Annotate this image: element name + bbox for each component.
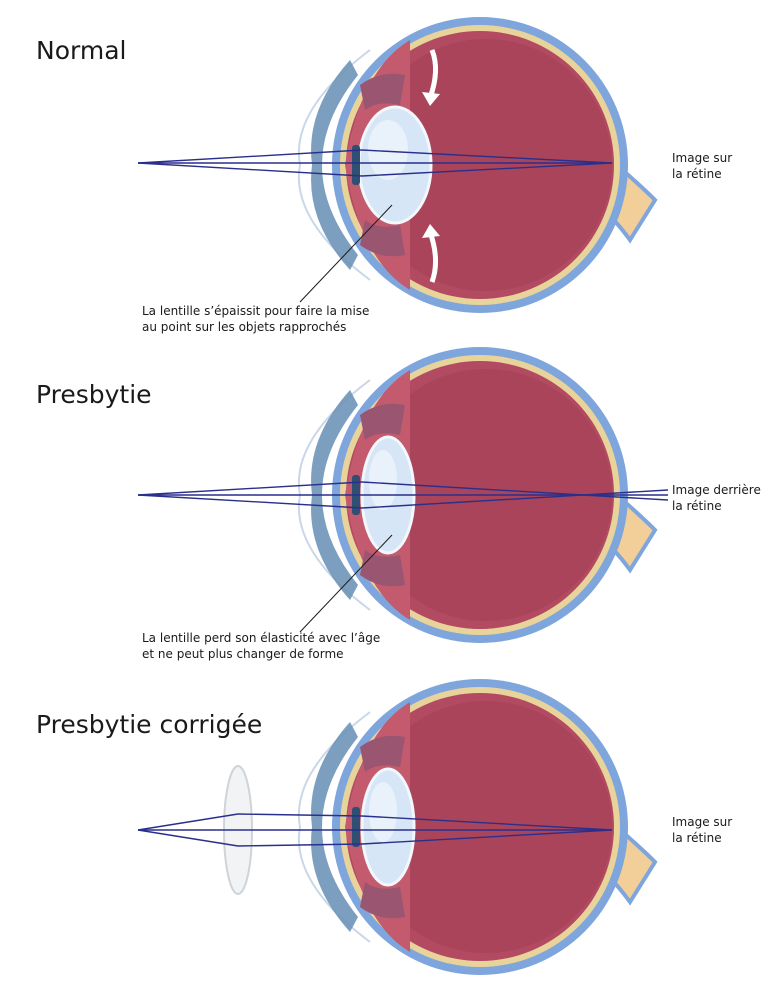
- image-label: Image sur la rétine: [672, 150, 732, 182]
- ciliary-body-bottom: [360, 220, 405, 257]
- light-rays: [137, 813, 613, 847]
- eye-diagram: [137, 679, 658, 975]
- ciliary-body-bottom: [360, 882, 405, 919]
- annotation-line-1: La lentille perd son élasticité avec l’â…: [142, 631, 381, 645]
- panel-title: Presbytie corrigée: [36, 710, 263, 739]
- ciliary-body-bottom: [360, 550, 405, 587]
- ciliary-body-top: [360, 403, 405, 440]
- image-label-line-1: Image sur: [672, 151, 733, 165]
- ciliary-body-top: [360, 73, 405, 110]
- image-label-line-1: Image sur: [672, 815, 733, 829]
- annotation-line-2: au point sur les objets rapprochés: [142, 320, 347, 334]
- leader-line: [299, 204, 393, 303]
- light-rays: [137, 481, 669, 509]
- cornea: [297, 711, 371, 943]
- eye-diagram: [137, 347, 669, 643]
- annotation-line-1: La lentille s’épaissit pour faire la mis…: [142, 304, 370, 318]
- annotation: La lentille s’épaissit pour faire la mis…: [142, 303, 369, 335]
- image-label: Image derrière la rétine: [672, 482, 761, 514]
- image-label-line-2: la rétine: [672, 831, 722, 845]
- vitreous-body: [360, 701, 612, 953]
- image-label-line-2: la rétine: [672, 167, 722, 181]
- panel-normal: Normal Image sur la rétine La lentille s…: [0, 0, 772, 334]
- panel-presbytie-corrigee: Presbytie corrigée Image sur la rétine: [0, 662, 772, 992]
- panel-title: Normal: [36, 36, 127, 65]
- ciliary-body-top: [360, 735, 405, 772]
- annotation: La lentille perd son élasticité avec l’â…: [142, 630, 380, 662]
- image-label-line-2: la rétine: [672, 499, 722, 513]
- cornea: [297, 49, 371, 281]
- iris: [352, 807, 360, 847]
- image-label-line-1: Image derrière: [672, 483, 761, 497]
- leader-line: [299, 534, 393, 633]
- annotation-line-2: et ne peut plus changer de forme: [142, 647, 344, 661]
- panel-presbytie: Presbytie Image derrière la rétine La le…: [0, 330, 772, 662]
- eye-diagram: [137, 17, 658, 313]
- vitreous-body: [360, 39, 612, 291]
- image-label: Image sur la rétine: [672, 814, 732, 846]
- light-rays: [137, 149, 613, 177]
- panel-title: Presbytie: [36, 380, 152, 409]
